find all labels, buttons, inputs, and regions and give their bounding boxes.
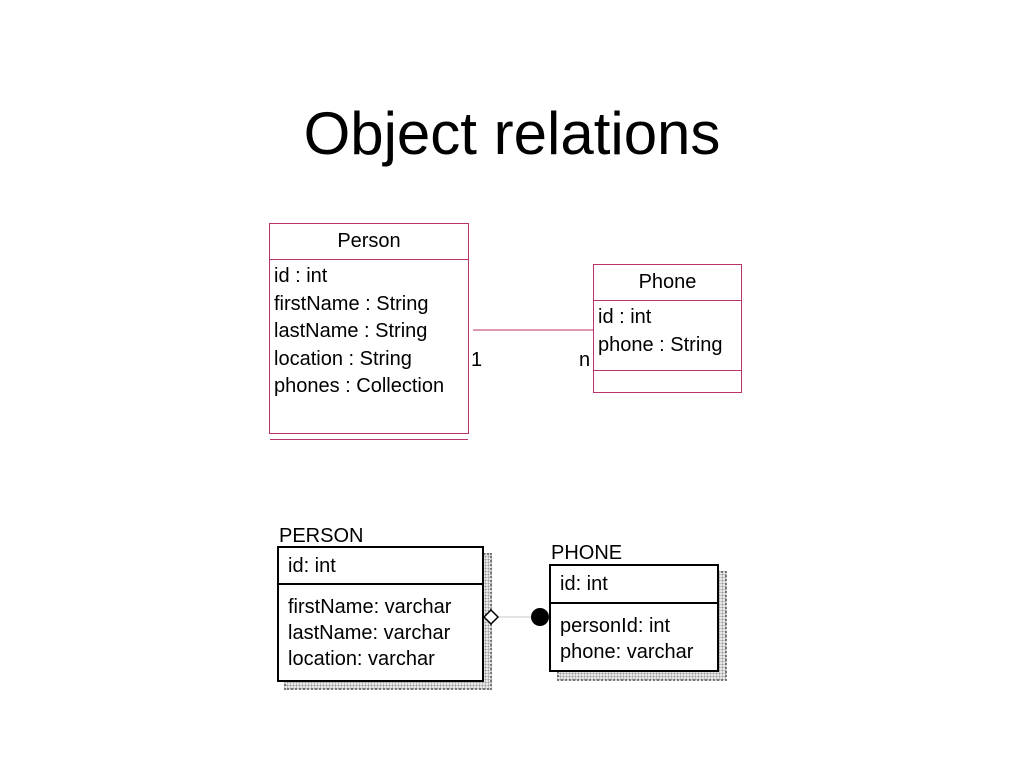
filled-circle-end-icon <box>531 608 549 626</box>
primary-key-section: id: int <box>279 548 482 585</box>
class-attribute: id : int <box>274 265 328 287</box>
class-attributes: id : int phone : String <box>594 301 741 371</box>
class-name: Person <box>270 224 468 260</box>
class-name: Phone <box>594 265 741 301</box>
er-table-person[interactable]: id: int firstName: varchar lastName: var… <box>277 546 484 682</box>
table-name-phone: PHONE <box>551 542 623 564</box>
class-attribute: phone : String <box>598 333 723 356</box>
page-title: Object relations <box>303 100 721 167</box>
class-attribute: location : String <box>274 347 412 370</box>
class-attribute: id : int <box>598 306 652 328</box>
primary-key: id: int <box>288 555 336 577</box>
table-column: lastName: varchar <box>288 622 451 644</box>
table-column: personId: int <box>560 615 671 637</box>
class-attribute: phones : Collection <box>274 375 445 397</box>
table-column: location: varchar <box>288 648 435 670</box>
table-column: phone: varchar <box>560 641 694 663</box>
uml-class-person[interactable]: Person id : int firstName : String lastN… <box>269 223 469 440</box>
class-attribute: lastName : String <box>274 320 428 342</box>
primary-key-section: id: int <box>551 566 717 604</box>
table-name-person: PERSON <box>279 525 364 547</box>
class-attributes: id : int firstName : String lastName : S… <box>270 260 468 440</box>
multiplicity-target: n <box>579 349 591 371</box>
relationship-markers <box>482 608 549 626</box>
table-column: firstName: varchar <box>288 596 452 618</box>
er-table-phone[interactable]: id: int personId: int phone: varchar <box>549 564 719 672</box>
primary-key: id: int <box>560 573 608 595</box>
column-section: personId: int phone: varchar <box>551 604 717 665</box>
column-section: firstName: varchar lastName: varchar loc… <box>279 585 482 672</box>
uml-class-phone[interactable]: Phone id : int phone : String <box>593 264 742 393</box>
diamond-end-icon <box>482 608 500 626</box>
multiplicity-source: 1 <box>471 349 483 371</box>
class-attribute: firstName : String <box>274 292 429 315</box>
